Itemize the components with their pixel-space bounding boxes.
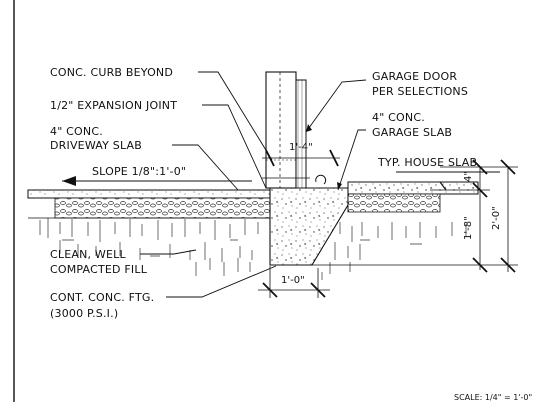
garage-slab xyxy=(347,181,479,195)
dimension-stem-depth-text: 1'-8" xyxy=(463,216,474,240)
label-garage-slab-1: 4" CONC. xyxy=(372,111,425,124)
label-fill-1: CLEAN, WELL xyxy=(50,248,126,261)
garage-gravel-base xyxy=(347,193,441,213)
dimension-slab-thickness-text: 4" xyxy=(463,171,474,182)
dimension-footing-width-text: 1'-0" xyxy=(281,275,305,286)
slab-edge-mark xyxy=(315,174,327,185)
scale-note: SCALE: 1/4" = 1'-0" xyxy=(454,393,532,402)
label-fill-2: COMPACTED FILL xyxy=(50,263,148,276)
driveway-gravel-base xyxy=(54,197,271,219)
label-garage-door-1: GARAGE DOOR xyxy=(372,70,457,83)
label-driveway-1: 4" CONC. xyxy=(50,125,103,138)
slope-arrow xyxy=(62,176,252,186)
label-slope: SLOPE 1/8":1'-0" xyxy=(92,165,186,178)
dimension-total-depth-text: 2'-0" xyxy=(491,206,502,230)
leader-lines xyxy=(140,71,500,298)
dimension-footing-width xyxy=(258,266,330,298)
concrete-footing xyxy=(269,187,349,266)
label-conc-curb: CONC. CURB BEYOND xyxy=(50,66,173,79)
dimension-wall-offset-text: 1'-4" xyxy=(289,142,313,153)
wall-framing xyxy=(262,71,310,189)
label-garage-slab-2: GARAGE SLAB xyxy=(372,126,452,139)
dimension-vertical xyxy=(310,159,518,273)
label-driveway-2: DRIVEWAY SLAB xyxy=(50,139,142,152)
label-expansion-joint: 1/2" EXPANSION JOINT xyxy=(50,99,177,112)
label-footing-1: CONT. CONC. FTG. xyxy=(50,291,154,304)
label-footing-2: (3000 P.S.I.) xyxy=(50,307,118,320)
label-garage-door-2: PER SELECTIONS xyxy=(372,85,468,98)
label-house-slab: TYP. HOUSE SLAB xyxy=(377,156,477,169)
dimension-wall-offset xyxy=(262,149,340,167)
driveway-slab xyxy=(27,189,271,199)
